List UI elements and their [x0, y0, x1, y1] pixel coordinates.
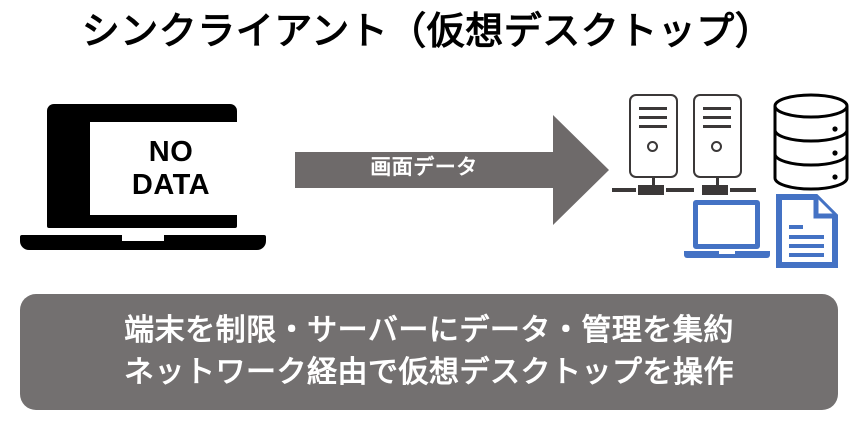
network-connector-block: [638, 185, 664, 195]
network-rail-segment: [666, 188, 694, 192]
server-vent-line: [639, 107, 667, 110]
server-vent-line: [703, 107, 731, 110]
network-rail-segment: [730, 188, 756, 192]
flow-arrow-label: 画面データ: [370, 156, 478, 179]
server-vent-line: [639, 116, 667, 119]
server-cable-stem: [716, 178, 719, 186]
client-laptop-lid: NO DATA: [47, 104, 252, 228]
vm-laptop-lid: [693, 200, 760, 249]
network-connector-block: [702, 185, 728, 195]
network-rail-segment: [612, 188, 636, 192]
flow-arrow-icon: 画面データ: [295, 113, 611, 227]
client-laptop-notch: [122, 235, 164, 241]
vm-laptop-icon: [684, 200, 770, 264]
summary-banner: 端末を制限・サーバーにデータ・管理を集約 ネットワーク経由で仮想デスクトップを操…: [20, 294, 838, 410]
summary-line-1: 端末を制限・サーバーにデータ・管理を集約: [124, 314, 734, 347]
client-laptop-base: [20, 235, 266, 250]
client-laptop-screen: NO DATA: [90, 122, 252, 215]
vm-laptop-base: [684, 251, 770, 258]
no-data-line-2: DATA: [131, 168, 211, 201]
page-title: シンクライアント（仮想デスクトップ）: [81, 11, 774, 53]
summary-line-2: ネットワーク経由で仮想デスクトップを操作: [124, 356, 734, 389]
vm-laptop-notch: [719, 251, 735, 254]
server-tower-1-icon: [629, 94, 678, 178]
database-icon: [772, 92, 850, 192]
server-power-button-icon: [711, 141, 722, 152]
document-icon: [776, 194, 838, 268]
server-vent-line: [639, 125, 667, 128]
no-data-line-1: NO: [148, 135, 194, 168]
server-cable-stem: [652, 178, 655, 186]
server-group: [612, 86, 850, 268]
server-vent-line: [703, 125, 731, 128]
client-laptop-icon: NO DATA: [18, 104, 268, 252]
server-vent-line: [703, 116, 731, 119]
server-tower-2-icon: [693, 94, 742, 178]
server-power-button-icon: [647, 141, 658, 152]
